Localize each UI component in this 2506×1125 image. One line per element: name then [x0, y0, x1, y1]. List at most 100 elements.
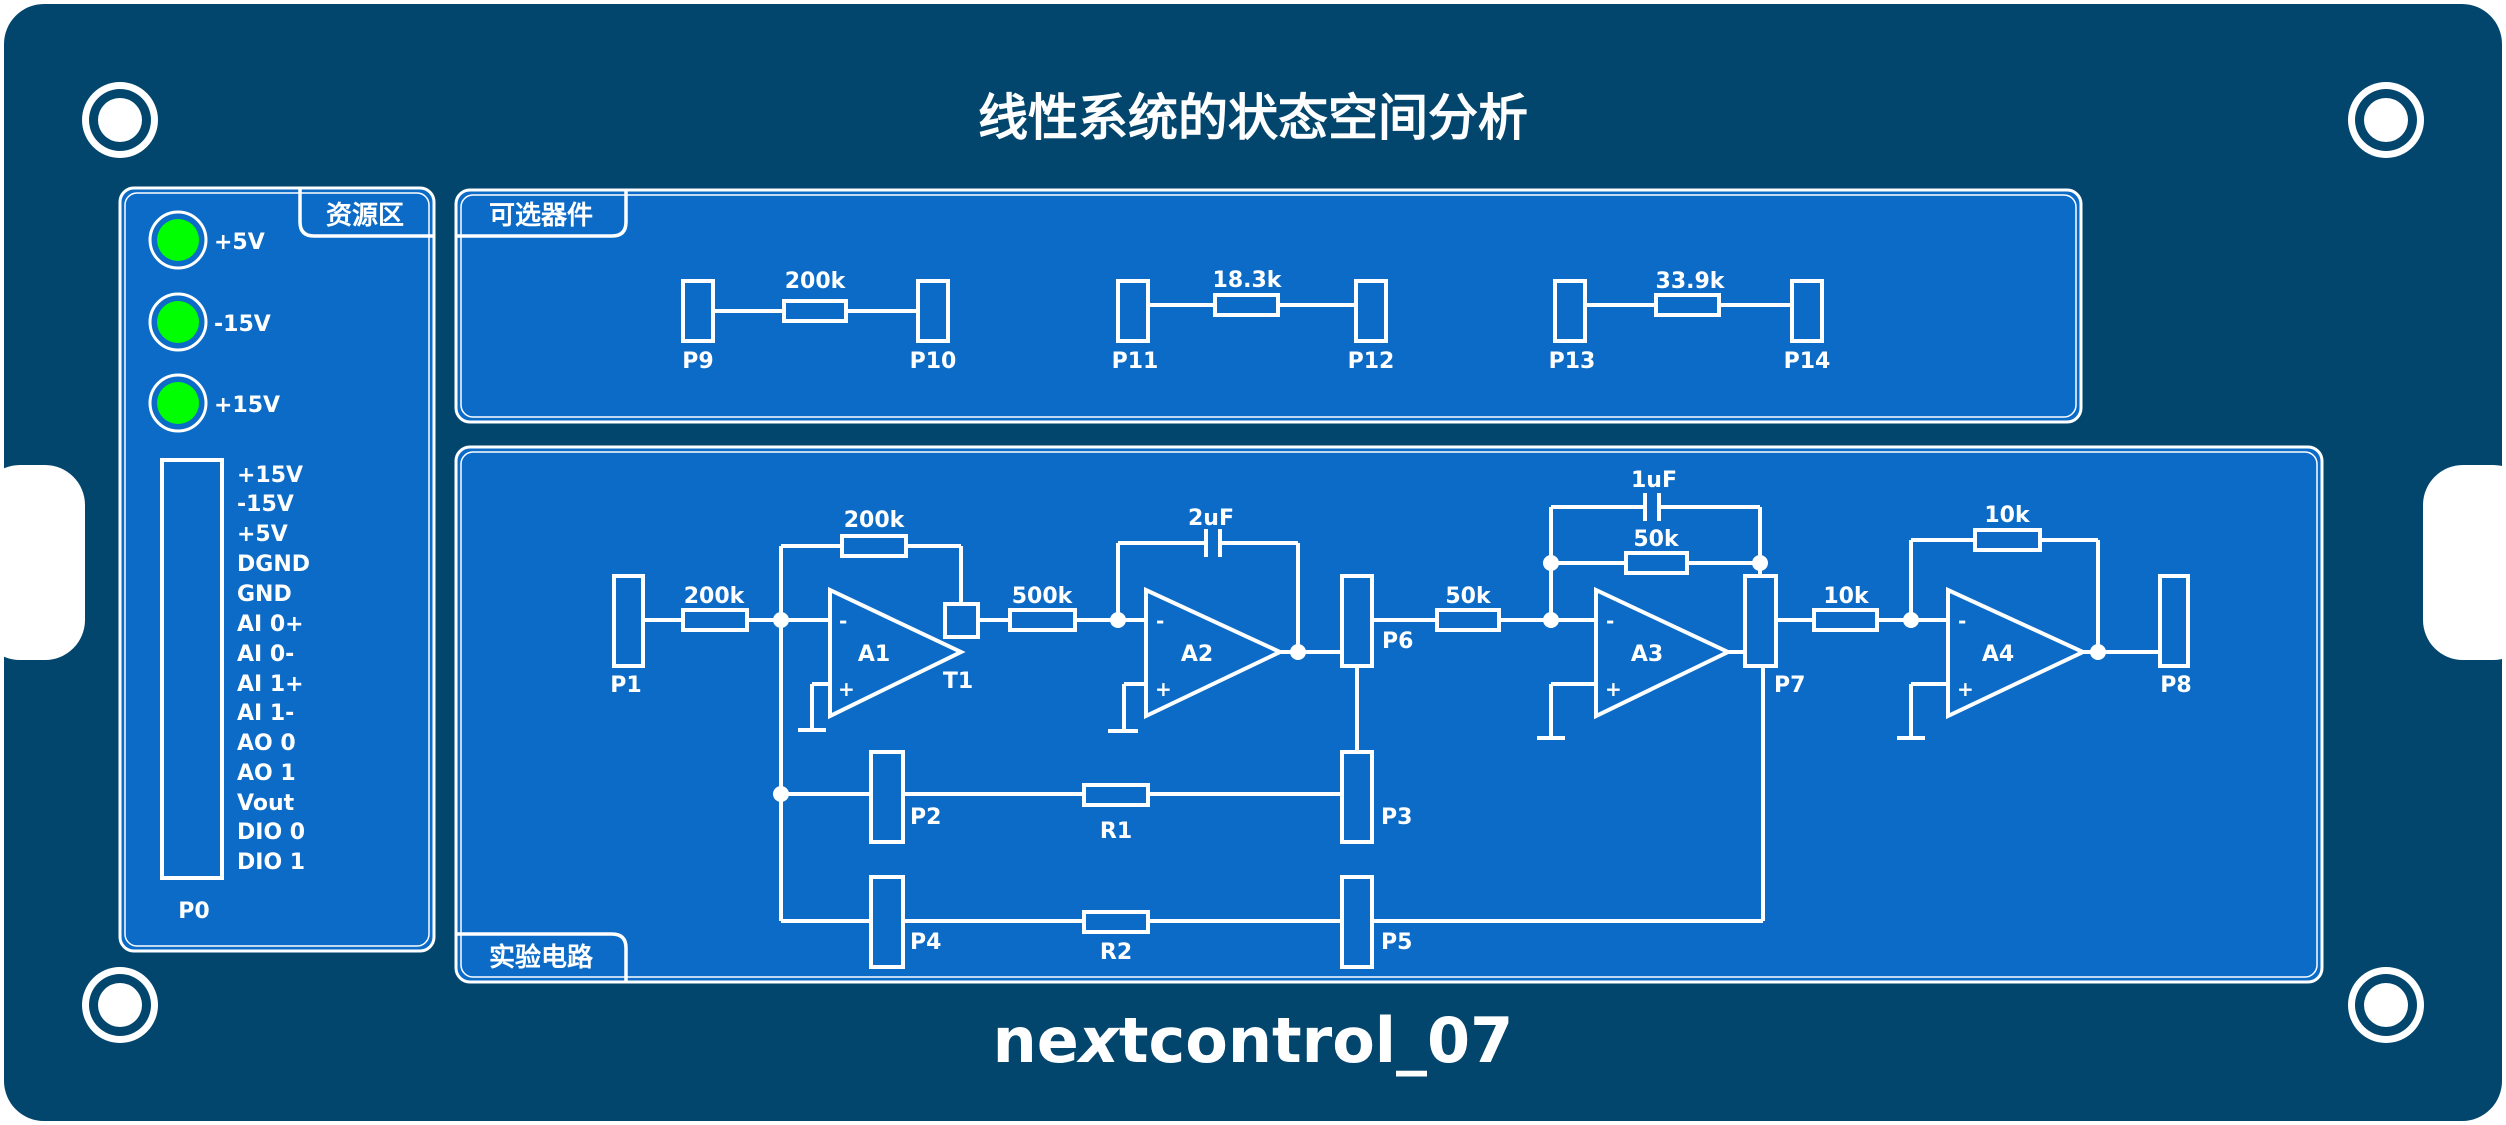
- terminal-p5[interactable]: [1340, 875, 1374, 969]
- component-label: 1uF: [1631, 468, 1677, 493]
- led-plus15v: +15V: [148, 373, 280, 433]
- resistor-r12: [1008, 608, 1077, 632]
- brand-logo: nextcontrol_07: [993, 1004, 1514, 1077]
- terminal-p14[interactable]: [1790, 279, 1824, 343]
- resource-panel: 资源区 +5V -15V +15V P0 +15V -15V +5V DGND …: [118, 186, 436, 953]
- resistor-rfb1: [840, 534, 908, 558]
- terminal-p6[interactable]: [1340, 574, 1374, 668]
- resistor-rin1: [681, 608, 749, 632]
- terminal-p2[interactable]: [869, 750, 905, 844]
- terminal-label: P14: [1784, 349, 1831, 374]
- terminal-t1[interactable]: [943, 602, 980, 639]
- terminal-label: P5: [1381, 930, 1412, 955]
- opamp-a1: [828, 586, 966, 720]
- resistor-value: 33.9k: [1656, 269, 1726, 294]
- led-indicator-icon: [157, 219, 199, 261]
- component-label: 10k: [1823, 584, 1870, 609]
- opamp-minus-sign: -: [839, 609, 847, 633]
- terminal-label: T1: [943, 669, 973, 694]
- terminal-p1[interactable]: [612, 574, 645, 668]
- terminal-label: P1: [610, 673, 641, 698]
- pin-label: AI 0-: [237, 642, 294, 667]
- opamp-label: A2: [1181, 642, 1213, 667]
- component-label: 2uF: [1188, 506, 1234, 531]
- pin-label: AI 1-: [237, 701, 294, 726]
- terminal-label: P12: [1348, 349, 1395, 374]
- opamp-a2: [1144, 586, 1285, 720]
- connector-p0[interactable]: [160, 458, 224, 880]
- terminal-label: P2: [910, 805, 941, 830]
- pin-label: AO 1: [237, 761, 296, 786]
- capacitor-c3-icon: [1643, 493, 1661, 521]
- optional-panel-title: 可选器件: [489, 201, 593, 231]
- resistor-rin3: [1435, 608, 1501, 632]
- component-label: R2: [1100, 940, 1132, 965]
- opamp-label: A3: [1631, 642, 1663, 667]
- pin-label: DIO 1: [237, 850, 305, 875]
- component-label: 500k: [1012, 584, 1074, 609]
- pin-label: AI 0+: [237, 612, 304, 637]
- component-label: 50k: [1445, 584, 1492, 609]
- connector-p0-label: P0: [178, 899, 209, 924]
- led-plus5v: +5V: [148, 210, 265, 270]
- terminal-label: P3: [1381, 805, 1412, 830]
- circuit-panel: 实验电路: [454, 445, 2324, 984]
- board-notch-right: [2423, 465, 2506, 660]
- mounting-hole-tr-icon: [2348, 82, 2424, 158]
- led-label: +15V: [214, 393, 280, 418]
- opamp-a4: [1946, 586, 2088, 720]
- opamp-a3: [1594, 586, 1733, 720]
- pin-label: DGND: [237, 552, 310, 577]
- resistor-rin4: [1812, 608, 1879, 632]
- pin-label: DIO 0: [237, 820, 305, 845]
- terminal-label: P6: [1382, 629, 1413, 654]
- component-label: 50k: [1633, 527, 1680, 552]
- terminal-p13[interactable]: [1553, 279, 1587, 343]
- terminal-label: P4: [910, 930, 941, 955]
- led-label: +5V: [214, 230, 265, 255]
- mounting-hole-tl-icon: [82, 82, 158, 158]
- brand-x: x: [1076, 1004, 1121, 1077]
- terminal-p8[interactable]: [2158, 574, 2190, 668]
- opamp-plus-sign: +: [838, 677, 855, 701]
- terminal-p4[interactable]: [869, 875, 905, 969]
- mounting-hole-br-icon: [2348, 967, 2424, 1043]
- pin-label: AO 0: [237, 731, 296, 756]
- terminal-p3[interactable]: [1340, 750, 1374, 844]
- terminal-label: P9: [682, 349, 713, 374]
- resistor-r2: [1082, 910, 1150, 934]
- terminal-label: P8: [2160, 673, 2191, 698]
- board-notch-left: [0, 465, 85, 660]
- pin-label: -15V: [237, 492, 294, 517]
- circuit-wires: [643, 505, 2160, 923]
- component-label: 10k: [1984, 503, 2031, 528]
- terminal-label: P11: [1112, 349, 1159, 374]
- mounting-hole-bl-icon: [82, 967, 158, 1043]
- led-indicator-icon: [157, 382, 199, 424]
- circuit-panel-title: 实验电路: [489, 942, 594, 973]
- optional-panel: 可选器件 200k P9 P10 18.3k P11 P12: [454, 188, 2083, 424]
- resistor-r1: [1082, 783, 1150, 807]
- junction-dots: [773, 555, 2106, 802]
- optional-resistor-200k: 200k P9 P10: [681, 269, 956, 374]
- opamp-plus-sign: +: [1155, 677, 1172, 701]
- pin-label: GND: [237, 582, 292, 607]
- page-title: 线性系统的状态空间分析: [978, 89, 1528, 147]
- terminal-p9[interactable]: [681, 279, 715, 343]
- opamp-label: A1: [858, 642, 890, 667]
- resistor-value: 200k: [785, 269, 847, 294]
- resource-panel-title: 资源区: [326, 201, 404, 231]
- optional-resistor-18-3k: 18.3k P11 P12: [1112, 268, 1395, 374]
- opamp-plus-sign: +: [1957, 677, 1974, 701]
- resistor-rfb3: [1624, 551, 1689, 575]
- resistor-rfb4: [1973, 528, 2042, 552]
- led-indicator-icon: [157, 301, 199, 343]
- terminal-p7[interactable]: [1743, 574, 1778, 668]
- pin-label: +15V: [237, 463, 303, 488]
- opamp-label: A4: [1982, 642, 2014, 667]
- terminal-p12[interactable]: [1354, 279, 1388, 343]
- terminal-p10[interactable]: [916, 279, 950, 343]
- terminal-p11[interactable]: [1116, 279, 1150, 343]
- resistor-value: 18.3k: [1213, 268, 1283, 293]
